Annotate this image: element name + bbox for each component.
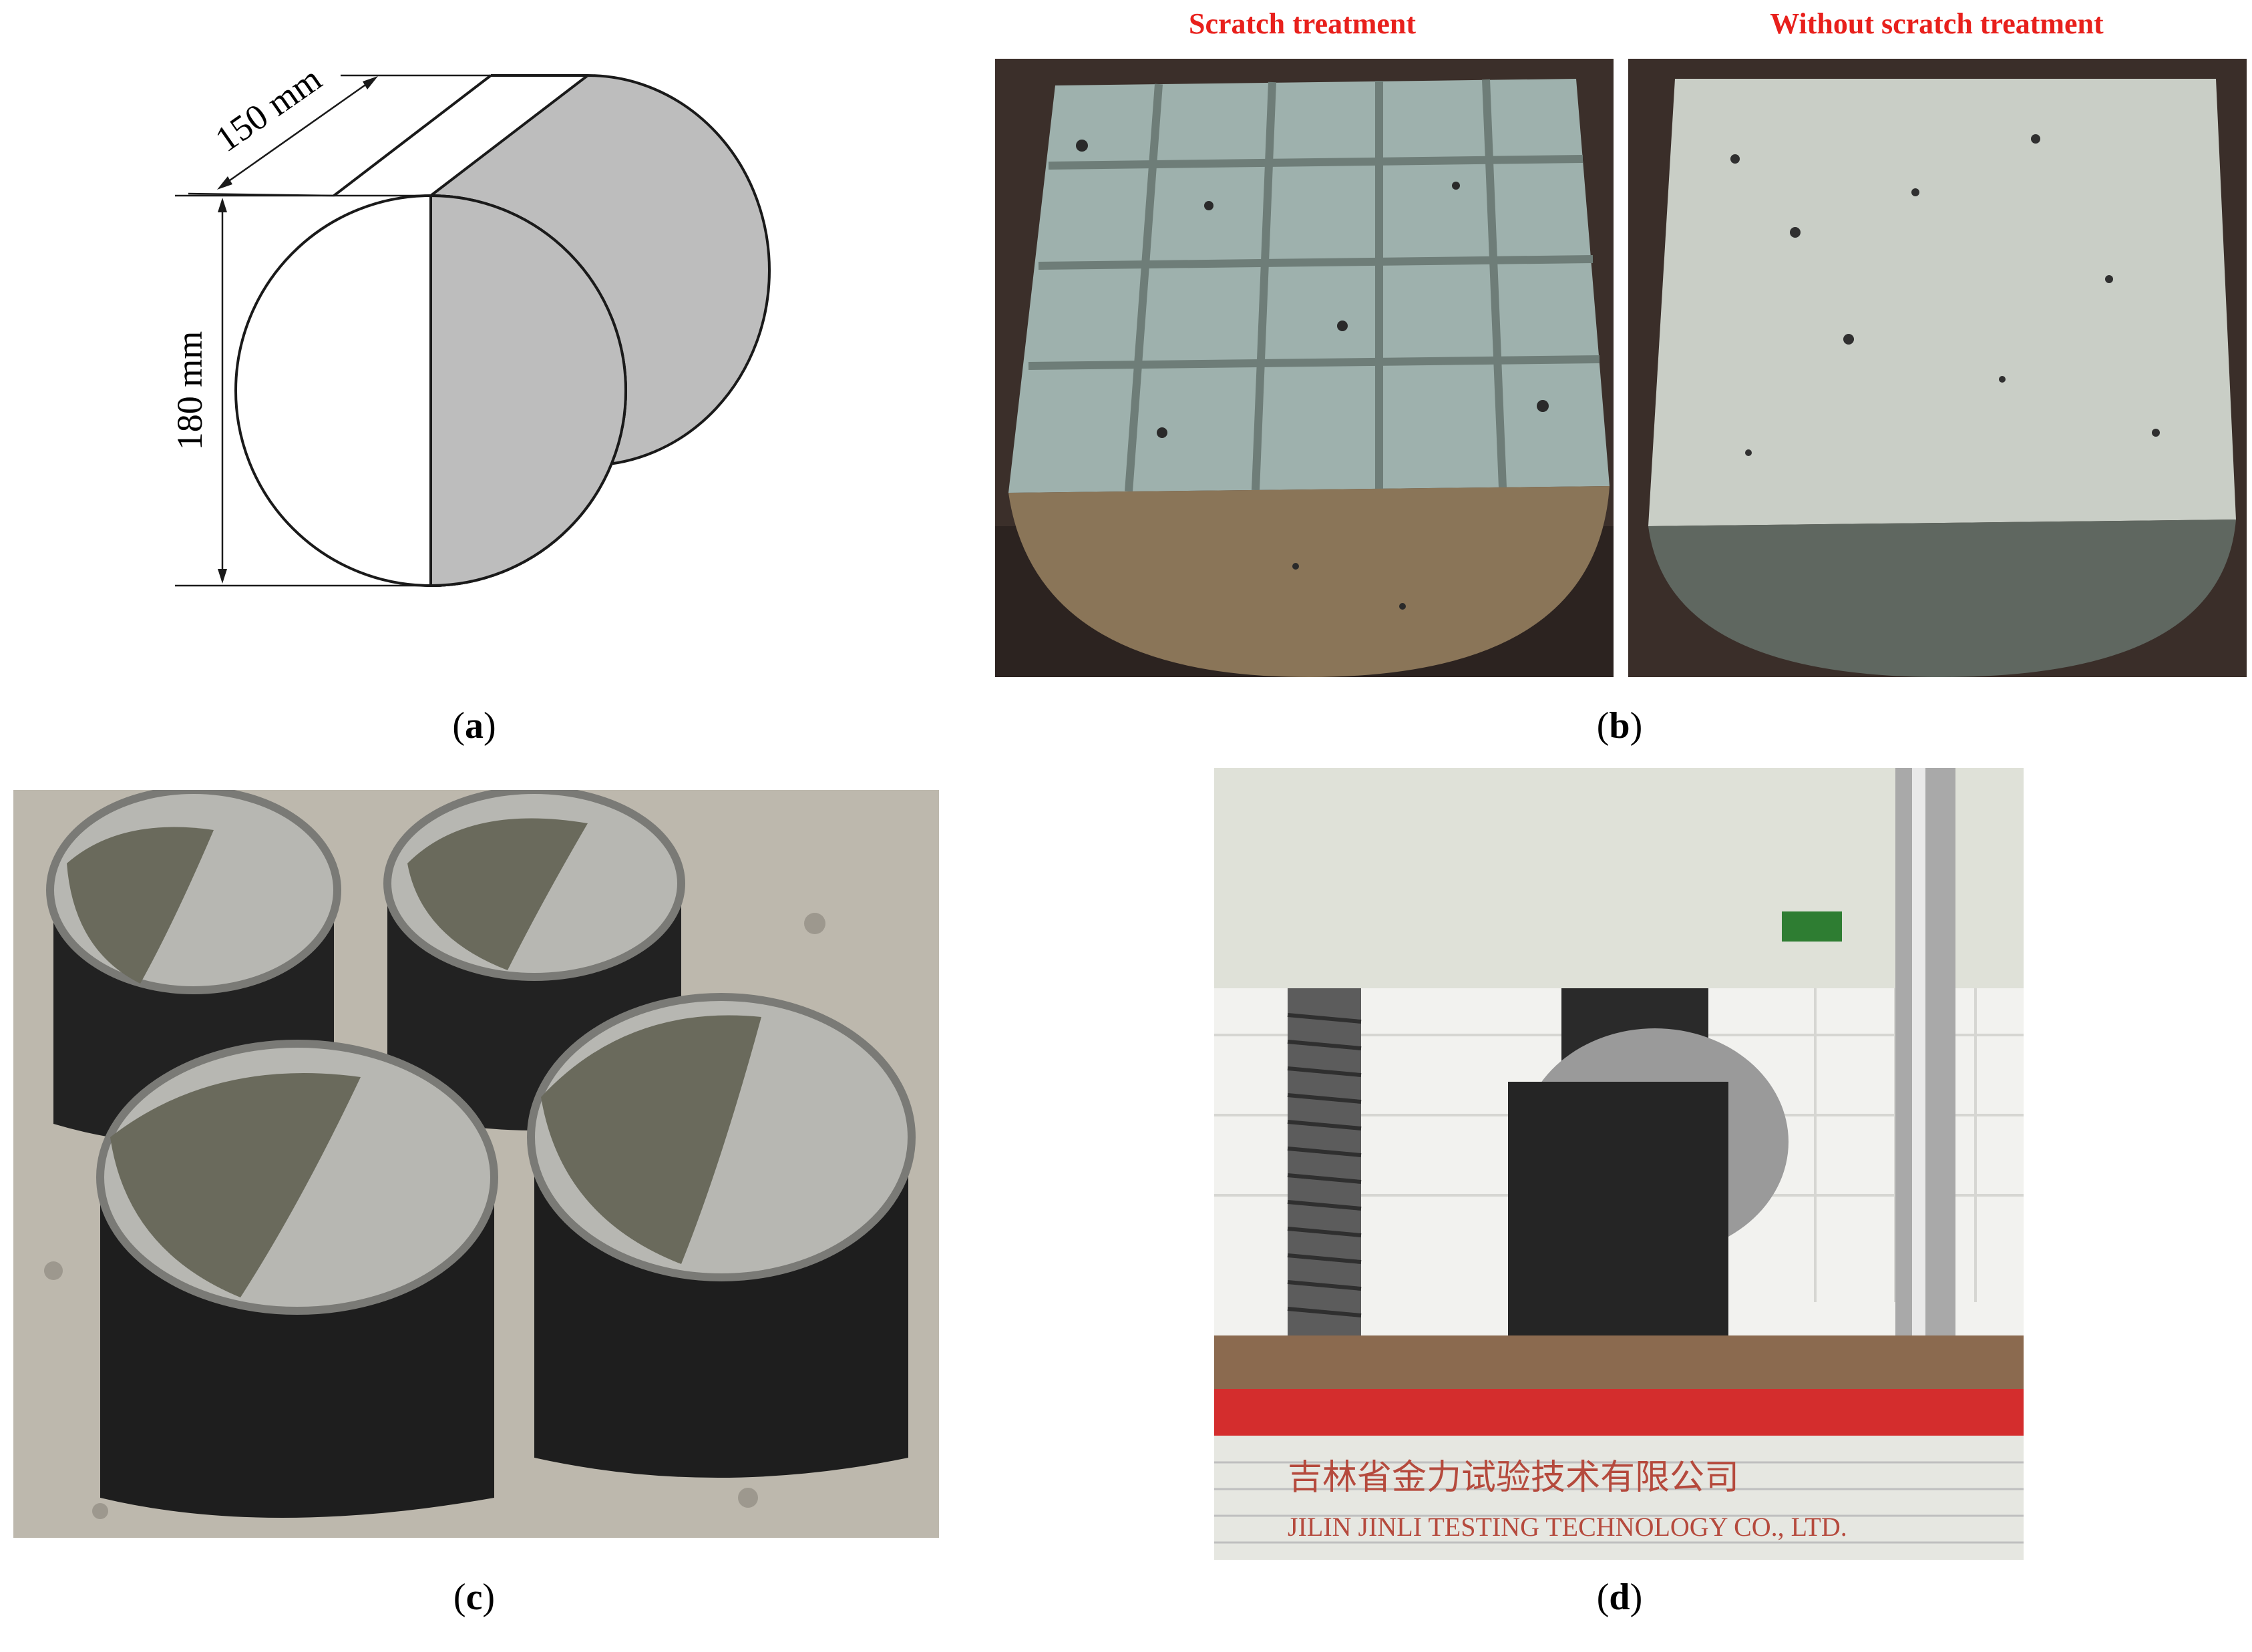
title-scratch-treatment: Scratch treatment: [1188, 7, 1417, 40]
length-ext-1: [188, 192, 335, 197]
length-dim-label: 150 mm: [208, 58, 329, 160]
cut-curved-side: [1008, 486, 1610, 677]
green-label: [1782, 911, 1842, 942]
height-dim-label: 180 mm: [170, 331, 210, 451]
top-edge: [333, 74, 492, 197]
photo-without-scratch-treatment: [1628, 59, 2247, 677]
screw-column: [1288, 988, 1361, 1389]
height-arrow-top: [218, 198, 227, 212]
screw-threads: [1287, 1013, 1362, 1317]
caption-b: (b): [1596, 705, 1643, 747]
photo-molded-specimens: [13, 790, 939, 1538]
chrome-highlight: [1912, 768, 1925, 1402]
upper-crosshead: [1214, 768, 2024, 988]
caption-c: (c): [453, 1577, 496, 1618]
caption-a: (a): [452, 705, 496, 747]
caption-d: (d): [1596, 1577, 1643, 1618]
mold-front-right: [527, 993, 916, 1478]
photo-scratch-treatment: [995, 59, 1614, 677]
cut-curved-side: [1648, 520, 2236, 677]
surface-pores: [1076, 140, 1549, 610]
splitting-fixture: [1508, 1082, 1728, 1382]
scratch-grooves: [1028, 79, 1600, 492]
height-arrow-bottom: [218, 569, 227, 584]
banner-chinese: 吉林省金力试验技术有限公司: [1288, 1459, 1739, 1497]
specimen-dimension-drawing: 180 mm 150 mm: [170, 58, 771, 588]
title-without-scratch-treatment: Without scratch treatment: [1770, 7, 2104, 40]
length-arrow-b: [363, 76, 378, 89]
red-mesh-stripe: [1214, 1389, 2024, 1436]
smooth-top-face: [1648, 79, 2236, 526]
surface-pores: [1730, 134, 2160, 456]
length-dim-line: [220, 77, 375, 188]
length-arrow-a: [217, 176, 232, 190]
banner-english: JILIN JINLI TESTING TECHNOLOGY CO., LTD.: [1288, 1512, 1847, 1542]
front-face-shaded-half: [429, 194, 627, 588]
grooved-top-face: [1008, 79, 1610, 493]
safety-mesh: [1214, 1461, 2024, 1544]
mold-front-left: [96, 1040, 498, 1518]
photo-testing-machine: 吉林省金力试验技术有限公司 JILIN JINLI TESTING TECHNO…: [1214, 768, 2024, 1560]
